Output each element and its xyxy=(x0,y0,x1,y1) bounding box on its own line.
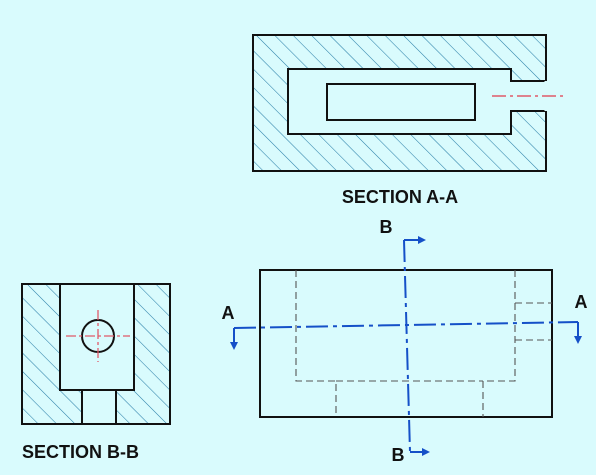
front-view: A A B B xyxy=(222,217,588,465)
section-bb-cavity xyxy=(59,283,135,391)
cutting-plane-bb xyxy=(403,236,430,456)
section-bb-label: SECTION B-B xyxy=(22,442,139,462)
section-bb-view: SECTION B-B xyxy=(21,283,171,462)
section-bb-slot xyxy=(81,389,117,425)
cut-label-b-top: B xyxy=(380,217,393,237)
section-aa-view: SECTION A-A xyxy=(252,34,567,207)
cut-label-b-bottom: B xyxy=(392,445,405,465)
cut-label-a-left: A xyxy=(222,303,235,323)
section-aa-inner-core xyxy=(326,83,476,121)
section-aa-label: SECTION A-A xyxy=(342,187,458,207)
front-view-outline xyxy=(259,269,553,418)
cut-label-a-right: A xyxy=(575,292,588,312)
front-view-hidden-lines xyxy=(295,270,552,417)
